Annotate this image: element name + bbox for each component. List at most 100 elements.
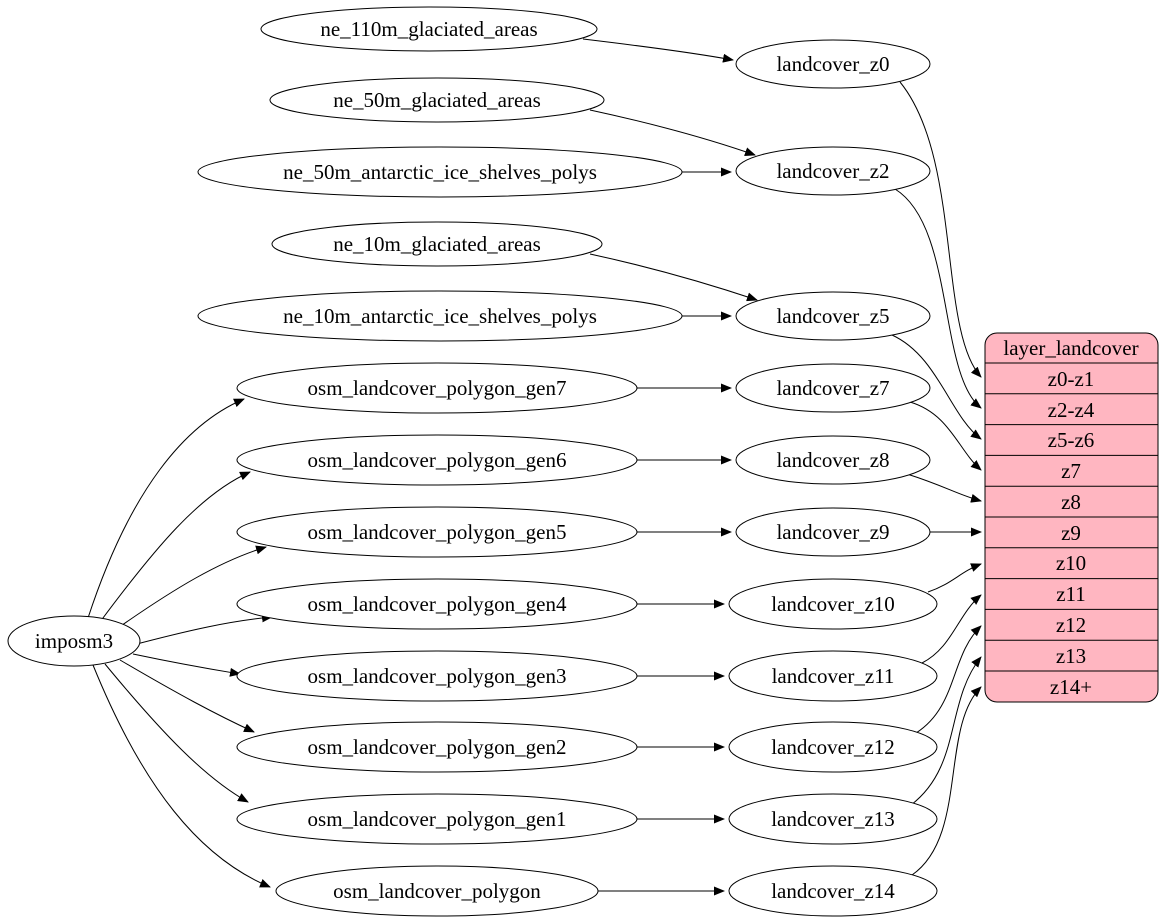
node-z8-shape [735, 435, 931, 485]
edge-z7-row [909, 401, 982, 471]
edge-imposm3-gen1 [104, 663, 249, 803]
edge-z13-row [910, 656, 982, 806]
edge-z0-row [899, 81, 982, 378]
table-row-z5-z6: z5-z6 [1048, 428, 1095, 452]
node-gen7-label: osm_landcover_polygon_gen7 [308, 376, 567, 400]
node-osm-landcover-polygon-gen1: osm_landcover_polygon_gen1 [236, 793, 638, 845]
node-z2-shape [735, 146, 931, 196]
node-z0-shape [735, 39, 931, 89]
node-z9-label: landcover_z9 [776, 520, 889, 544]
node-ne-50m-glaciated-shape [269, 77, 605, 123]
node-z13-label: landcover_z13 [771, 807, 895, 831]
edge-ne10mgl-z5 [589, 253, 758, 302]
node-polygon-shape [275, 865, 599, 917]
table-row-z0-z1: z0-z1 [1048, 367, 1095, 391]
edge-imposm3-gen4 [132, 613, 273, 646]
node-landcover-z2: landcover_z2 [735, 146, 931, 196]
edge-imposm3-polygon [92, 664, 271, 888]
node-gen6-label: osm_landcover_polygon_gen6 [308, 448, 567, 472]
node-ne-50m-antarctic-ice-shelves-polys: ne_50m_antarctic_ice_shelves_polys [197, 146, 683, 198]
edge-z5-row [891, 334, 982, 440]
node-gen5-label: osm_landcover_polygon_gen5 [308, 520, 567, 544]
node-osm-landcover-polygon-gen6: osm_landcover_polygon_gen6 [236, 434, 638, 486]
node-gen4-label: osm_landcover_polygon_gen4 [308, 592, 567, 616]
node-landcover-z14: landcover_z14 [728, 865, 938, 917]
node-landcover-z10: landcover_z10 [728, 578, 938, 630]
node-z12-label: landcover_z12 [771, 735, 895, 759]
node-landcover-z12: landcover_z12 [728, 721, 938, 773]
node-z0-label: landcover_z0 [776, 52, 889, 76]
node-osm-landcover-polygon: osm_landcover_polygon [275, 865, 599, 917]
node-imposm3-label: imposm3 [35, 629, 113, 653]
node-landcover-z7: landcover_z7 [735, 363, 931, 413]
node-gen7-shape [236, 362, 638, 414]
node-osm-landcover-polygon-gen7: osm_landcover_polygon_gen7 [236, 362, 638, 414]
node-ne-50m-antarctic-label: ne_50m_antarctic_ice_shelves_polys [283, 160, 597, 184]
node-imposm3: imposm3 [7, 615, 141, 667]
edge-z2-row [894, 188, 982, 409]
node-z2-label: landcover_z2 [776, 159, 889, 183]
node-osm-landcover-polygon-gen4: osm_landcover_polygon_gen4 [236, 578, 638, 630]
node-polygon-label: osm_landcover_polygon [333, 879, 541, 903]
edge-z12-row [915, 625, 982, 734]
node-gen3-shape [236, 650, 638, 702]
edge-imposm3-gen2 [119, 659, 255, 733]
node-landcover-z13: landcover_z13 [728, 793, 938, 845]
node-ne-110m-shape [260, 6, 598, 52]
node-landcover-z9: landcover_z9 [735, 507, 931, 557]
edge-z11-row [921, 594, 982, 664]
node-gen6-shape [236, 434, 638, 486]
node-z10-shape [728, 578, 938, 630]
node-ne-10m-antarctic-ice-shelves-polys: ne_10m_antarctic_ice_shelves_polys [197, 290, 683, 342]
node-landcover-z5: landcover_z5 [735, 291, 931, 341]
node-z8-label: landcover_z8 [776, 448, 889, 472]
node-z5-shape [735, 291, 931, 341]
node-ne-50m-glaciated-label: ne_50m_glaciated_areas [333, 88, 541, 112]
node-z7-shape [735, 363, 931, 413]
node-imposm3-shape [7, 615, 141, 667]
node-z12-shape [728, 721, 938, 773]
node-ne-10m-glaciated-label: ne_10m_glaciated_areas [333, 232, 541, 256]
node-landcover-z8: landcover_z8 [735, 435, 931, 485]
node-gen2-shape [236, 721, 638, 773]
edge-imposm3-gen6 [99, 471, 251, 623]
node-ne-10m-antarctic-shape [197, 290, 683, 342]
node-gen5-shape [236, 506, 638, 558]
node-z14-shape [728, 865, 938, 917]
node-osm-landcover-polygon-gen3: osm_landcover_polygon_gen3 [236, 650, 638, 702]
node-z14-label: landcover_z14 [771, 879, 895, 903]
table-row-z13: z13 [1056, 644, 1086, 668]
node-ne-50m-glaciated-areas: ne_50m_glaciated_areas [269, 77, 605, 123]
node-osm-landcover-polygon-gen2: osm_landcover_polygon_gen2 [236, 721, 638, 773]
node-landcover-z0: landcover_z0 [735, 39, 931, 89]
table-row-z14plus: z14+ [1050, 675, 1092, 699]
node-z9-shape [735, 507, 931, 557]
node-ne-50m-antarctic-shape [197, 146, 683, 198]
node-z7-label: landcover_z7 [776, 376, 889, 400]
edge-z14-row [911, 686, 982, 876]
node-gen4-shape [236, 578, 638, 630]
layer-landcover-title: layer_landcover [1003, 336, 1138, 360]
edge-z10-row [927, 563, 982, 593]
table-row-z8: z8 [1061, 490, 1081, 514]
node-layer-landcover-table: layer_landcover z0-z1 z2-z4 z5-z6 z7 z8 … [984, 332, 1159, 703]
table-row-z2-z4: z2-z4 [1048, 398, 1095, 422]
edge-imposm3-gen3 [132, 653, 241, 677]
edge-imposm3-gen7 [87, 398, 245, 619]
node-ne-10m-glaciated-areas: ne_10m_glaciated_areas [271, 221, 603, 267]
node-gen2-label: osm_landcover_polygon_gen2 [308, 735, 567, 759]
table-row-z10: z10 [1056, 551, 1086, 575]
node-gen1-shape [236, 793, 638, 845]
node-z13-shape [728, 793, 938, 845]
table-row-z7: z7 [1061, 459, 1081, 483]
edge-ne110m-z0 [582, 38, 734, 63]
table-row-z11: z11 [1056, 582, 1086, 606]
node-gen1-label: osm_landcover_polygon_gen1 [308, 807, 567, 831]
table-row-z12: z12 [1056, 613, 1086, 637]
edges-group [87, 38, 982, 896]
edge-imposm3-gen5 [114, 545, 267, 631]
node-osm-landcover-polygon-gen5: osm_landcover_polygon_gen5 [236, 506, 638, 558]
node-gen3-label: osm_landcover_polygon_gen3 [308, 664, 567, 688]
node-ne-10m-antarctic-label: ne_10m_antarctic_ice_shelves_polys [283, 304, 597, 328]
